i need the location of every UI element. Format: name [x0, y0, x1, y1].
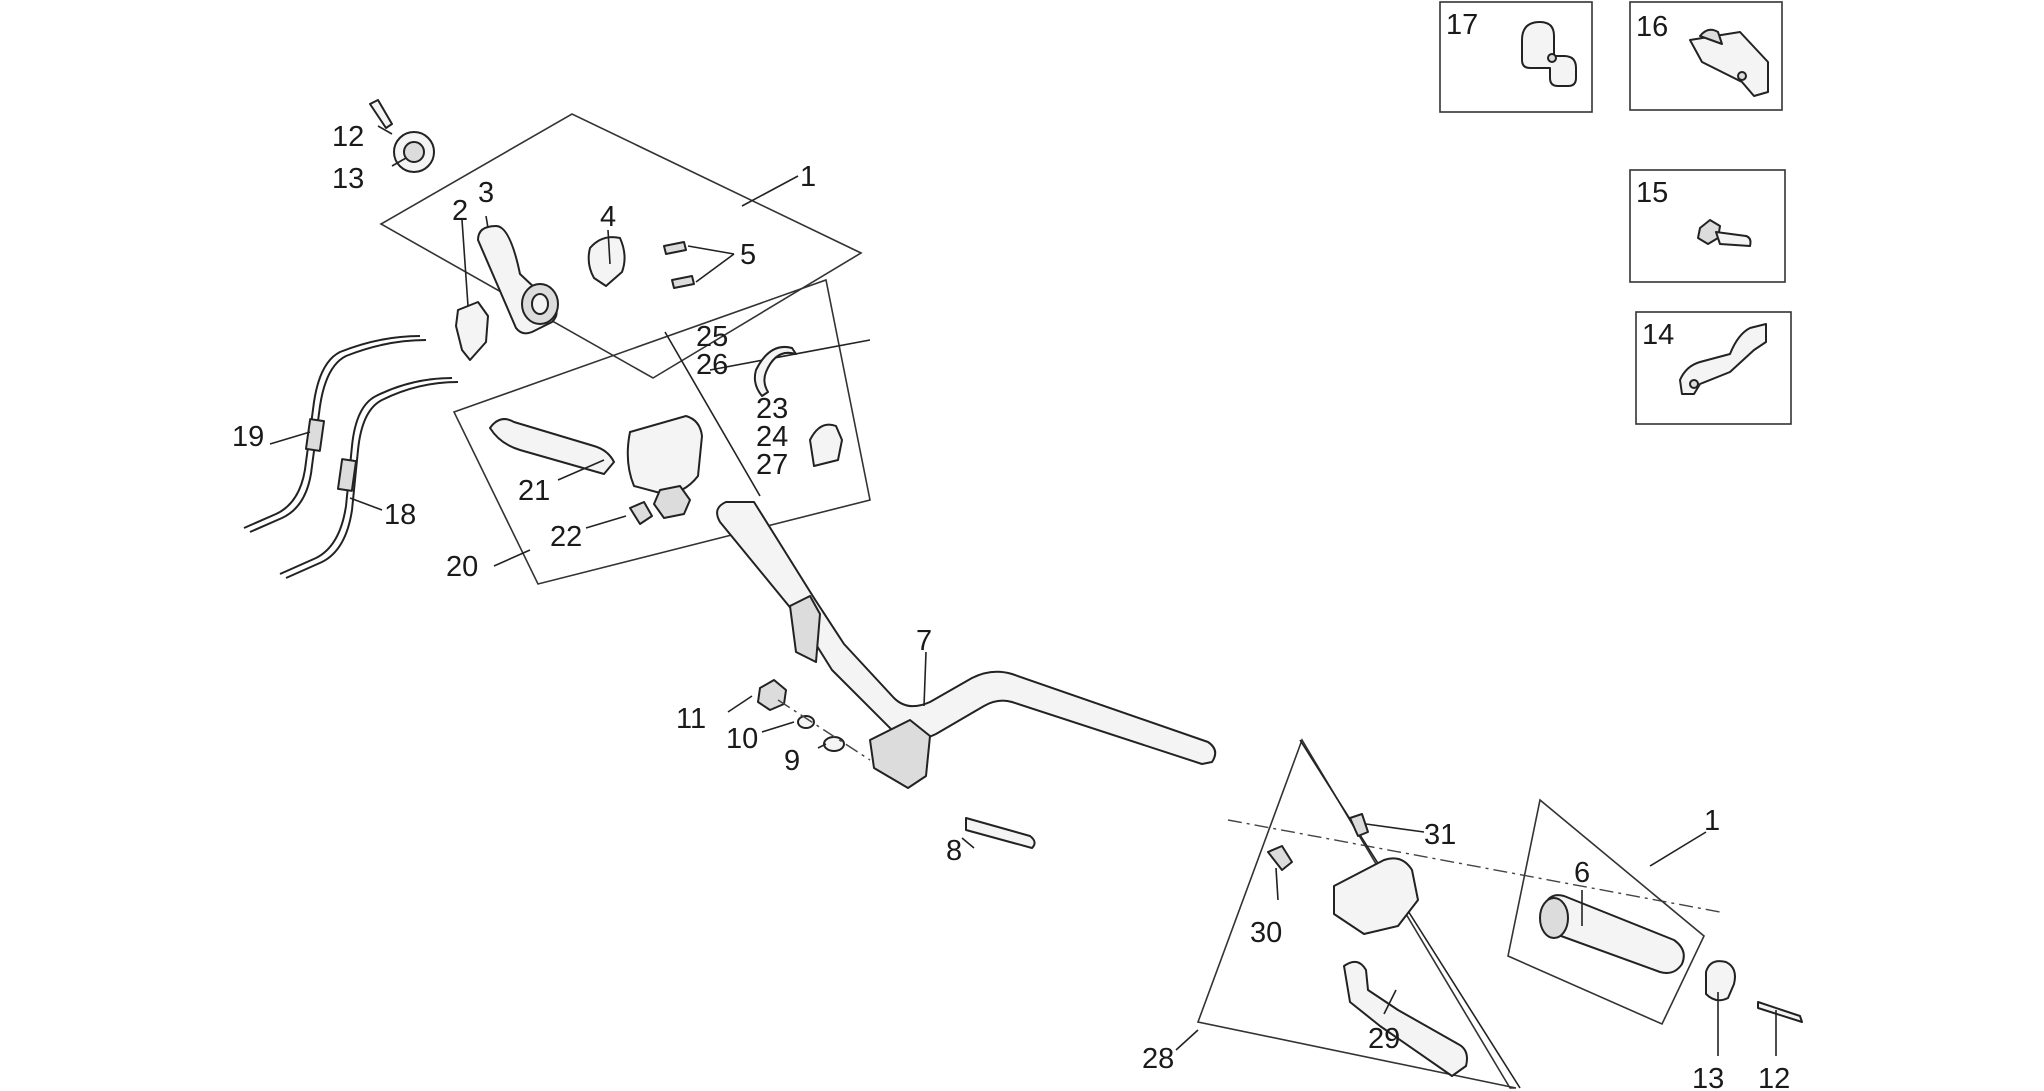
- callout-28: 28: [1142, 1043, 1174, 1075]
- handlebar-hardware: [757, 679, 1036, 849]
- callout-3: 3: [478, 177, 494, 209]
- callout-19: 19: [232, 421, 264, 453]
- inset-part-14: [1635, 311, 1792, 425]
- callout-18: 18: [384, 499, 416, 531]
- callout-9: 9: [784, 745, 800, 777]
- callout-14: 14: [1642, 319, 1674, 351]
- inset-part-17: [1439, 1, 1593, 113]
- throttle-cables: [243, 335, 459, 579]
- callout-7: 7: [916, 625, 932, 657]
- callout-11: 11: [676, 703, 706, 735]
- throttle-group: [379, 113, 863, 379]
- callout-26: 26: [696, 349, 728, 381]
- callout-27: 27: [756, 449, 788, 481]
- inset-part-16: [1629, 1, 1783, 111]
- callout-30: 30: [1250, 917, 1282, 949]
- callout-22: 22: [550, 521, 582, 553]
- inset-part-15: [1629, 169, 1786, 283]
- callout-15: 15: [1636, 177, 1668, 209]
- callout-20: 20: [446, 551, 478, 583]
- grip-group-right: [1507, 798, 1803, 1026]
- callout-17: 17: [1446, 9, 1478, 41]
- handlebar: [716, 501, 1721, 913]
- callout-1-top: 1: [800, 161, 816, 193]
- callout-31: 31: [1424, 819, 1456, 851]
- callout-10: 10: [726, 723, 758, 755]
- callout-labels: 17 16 15 14 12 13 1 2 3 4 5 25 26 23 24 …: [232, 9, 1790, 1091]
- callout-12-top: 12: [332, 121, 364, 153]
- callout-25: 25: [696, 321, 728, 353]
- callout-29: 29: [1368, 1023, 1400, 1055]
- callout-2: 2: [452, 195, 468, 227]
- callout-1-right: 1: [1704, 805, 1720, 837]
- callout-16: 16: [1636, 11, 1668, 43]
- callout-21: 21: [518, 475, 550, 507]
- callout-6: 6: [1574, 857, 1590, 889]
- callout-13-bottom: 13: [1692, 1063, 1724, 1091]
- callout-13-top: 13: [332, 163, 364, 195]
- callout-8: 8: [946, 835, 962, 867]
- leader-lines: [269, 125, 1777, 1056]
- callout-24: 24: [756, 421, 788, 453]
- callout-23: 23: [756, 393, 788, 425]
- screw-weight-top-left: [369, 99, 435, 173]
- callout-4: 4: [600, 201, 616, 233]
- callout-5: 5: [740, 239, 756, 271]
- rear-brake-group: [1196, 738, 1521, 1089]
- master-cylinder-group: [452, 278, 871, 585]
- callout-12-bottom: 12: [1758, 1063, 1790, 1091]
